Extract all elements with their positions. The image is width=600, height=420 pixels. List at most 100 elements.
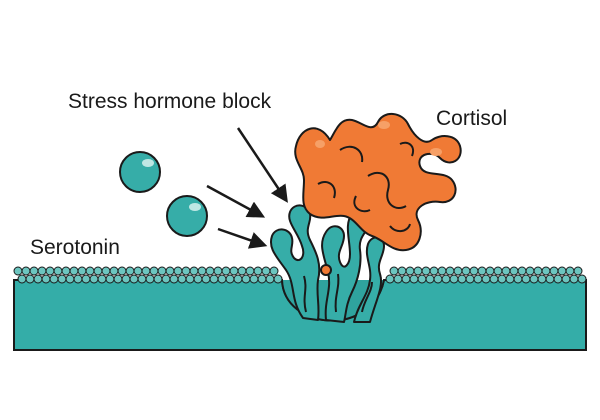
cortisol-body [294,113,462,252]
membrane-bead [229,266,239,276]
membrane-bead [81,274,91,284]
membrane-bead [205,266,215,276]
membrane-bead [433,274,443,284]
membrane-bead [13,266,23,276]
membrane-bead [149,266,159,276]
membrane-bead [569,274,579,284]
membrane-bead [129,274,139,284]
membrane-bead [157,266,167,276]
membrane-bead [565,266,575,276]
membrane-bead [497,274,507,284]
membrane-bead [189,266,199,276]
serotonin-molecule [119,151,208,237]
serotonin-ball-lower [166,195,208,237]
membrane-bead [557,266,567,276]
membrane-bead [509,266,519,276]
membrane-bead [393,274,403,284]
membrane-bead [181,266,191,276]
cortisol-highlight [378,121,390,129]
membrane-bead [541,266,551,276]
membrane-bead [437,266,447,276]
membrane-bead [401,274,411,284]
serotonin-receptor [270,204,385,323]
membrane-bead [461,266,471,276]
membrane-bead [165,266,175,276]
membrane-bead [121,274,131,284]
membrane-bead [177,274,187,284]
membrane-bead [125,266,135,276]
membrane-bead [93,266,103,276]
membrane-bead [41,274,51,284]
membrane-bead [141,266,151,276]
membrane-bead [537,274,547,284]
membrane-bead [577,274,587,284]
membrane-bead [65,274,75,284]
membrane-bead [493,266,503,276]
membrane-bead [481,274,491,284]
membrane-bead [109,266,119,276]
membrane-bead [445,266,455,276]
membrane-bead [253,266,263,276]
membrane-bead [245,266,255,276]
membrane-bead [69,266,79,276]
membrane-bead [233,274,243,284]
membrane-bead [49,274,59,284]
membrane-bead [153,274,163,284]
membrane-bead [273,274,283,284]
block-arrow [217,227,268,249]
membrane-bead [169,274,179,284]
membrane-bead [485,266,495,276]
membrane-bead [501,266,511,276]
cortisol-highlight [315,140,325,148]
membrane-bead [545,274,555,284]
membrane-bead [457,274,467,284]
membrane-bead [409,274,419,284]
membrane-bead [397,266,407,276]
membrane-bead [133,266,143,276]
membrane-bead [53,266,63,276]
membrane-bead [489,274,499,284]
cortisol-detail-lines [317,141,414,232]
stress-block-label: Stress hormone block [68,90,272,113]
membrane-bead [521,274,531,284]
membrane-bead [389,266,399,276]
membrane-bead [385,274,395,284]
block-arrows [206,127,288,249]
membrane-bead [213,266,223,276]
membrane-bead [469,266,479,276]
membrane-bead [137,274,147,284]
membrane-bead [513,274,523,284]
membrane-bead [77,266,87,276]
membrane-bead [453,266,463,276]
cortisol-molecule [294,113,462,252]
membrane-bead [29,266,39,276]
membrane-bead [449,274,459,284]
serotonin-ball-lower-highlight [189,203,201,211]
membrane-bead [429,266,439,276]
membrane-bead [193,274,203,284]
membrane-bead [85,266,95,276]
membrane-bead [161,274,171,284]
membrane-bead [421,266,431,276]
membrane-bead [529,274,539,284]
membrane-bead [17,274,27,284]
membrane-bead [209,274,219,284]
membrane-bead [533,266,543,276]
membrane-bead [101,266,111,276]
membrane-bead [525,266,535,276]
membrane-bead [405,266,415,276]
cortisol-label: Cortisol [436,107,507,130]
membrane-bead [97,274,107,284]
membrane-bead [517,266,527,276]
membrane-bead [441,274,451,284]
membrane-bead [237,266,247,276]
receptor-detail-lines [303,273,373,313]
membrane-bead [477,266,487,276]
membrane-bead [561,274,571,284]
membrane-bead [217,274,227,284]
membrane-bead [57,274,67,284]
cortisol-highlight [430,148,442,156]
serotonin-ball-upper-highlight [142,159,154,167]
membrane-bead [549,266,559,276]
